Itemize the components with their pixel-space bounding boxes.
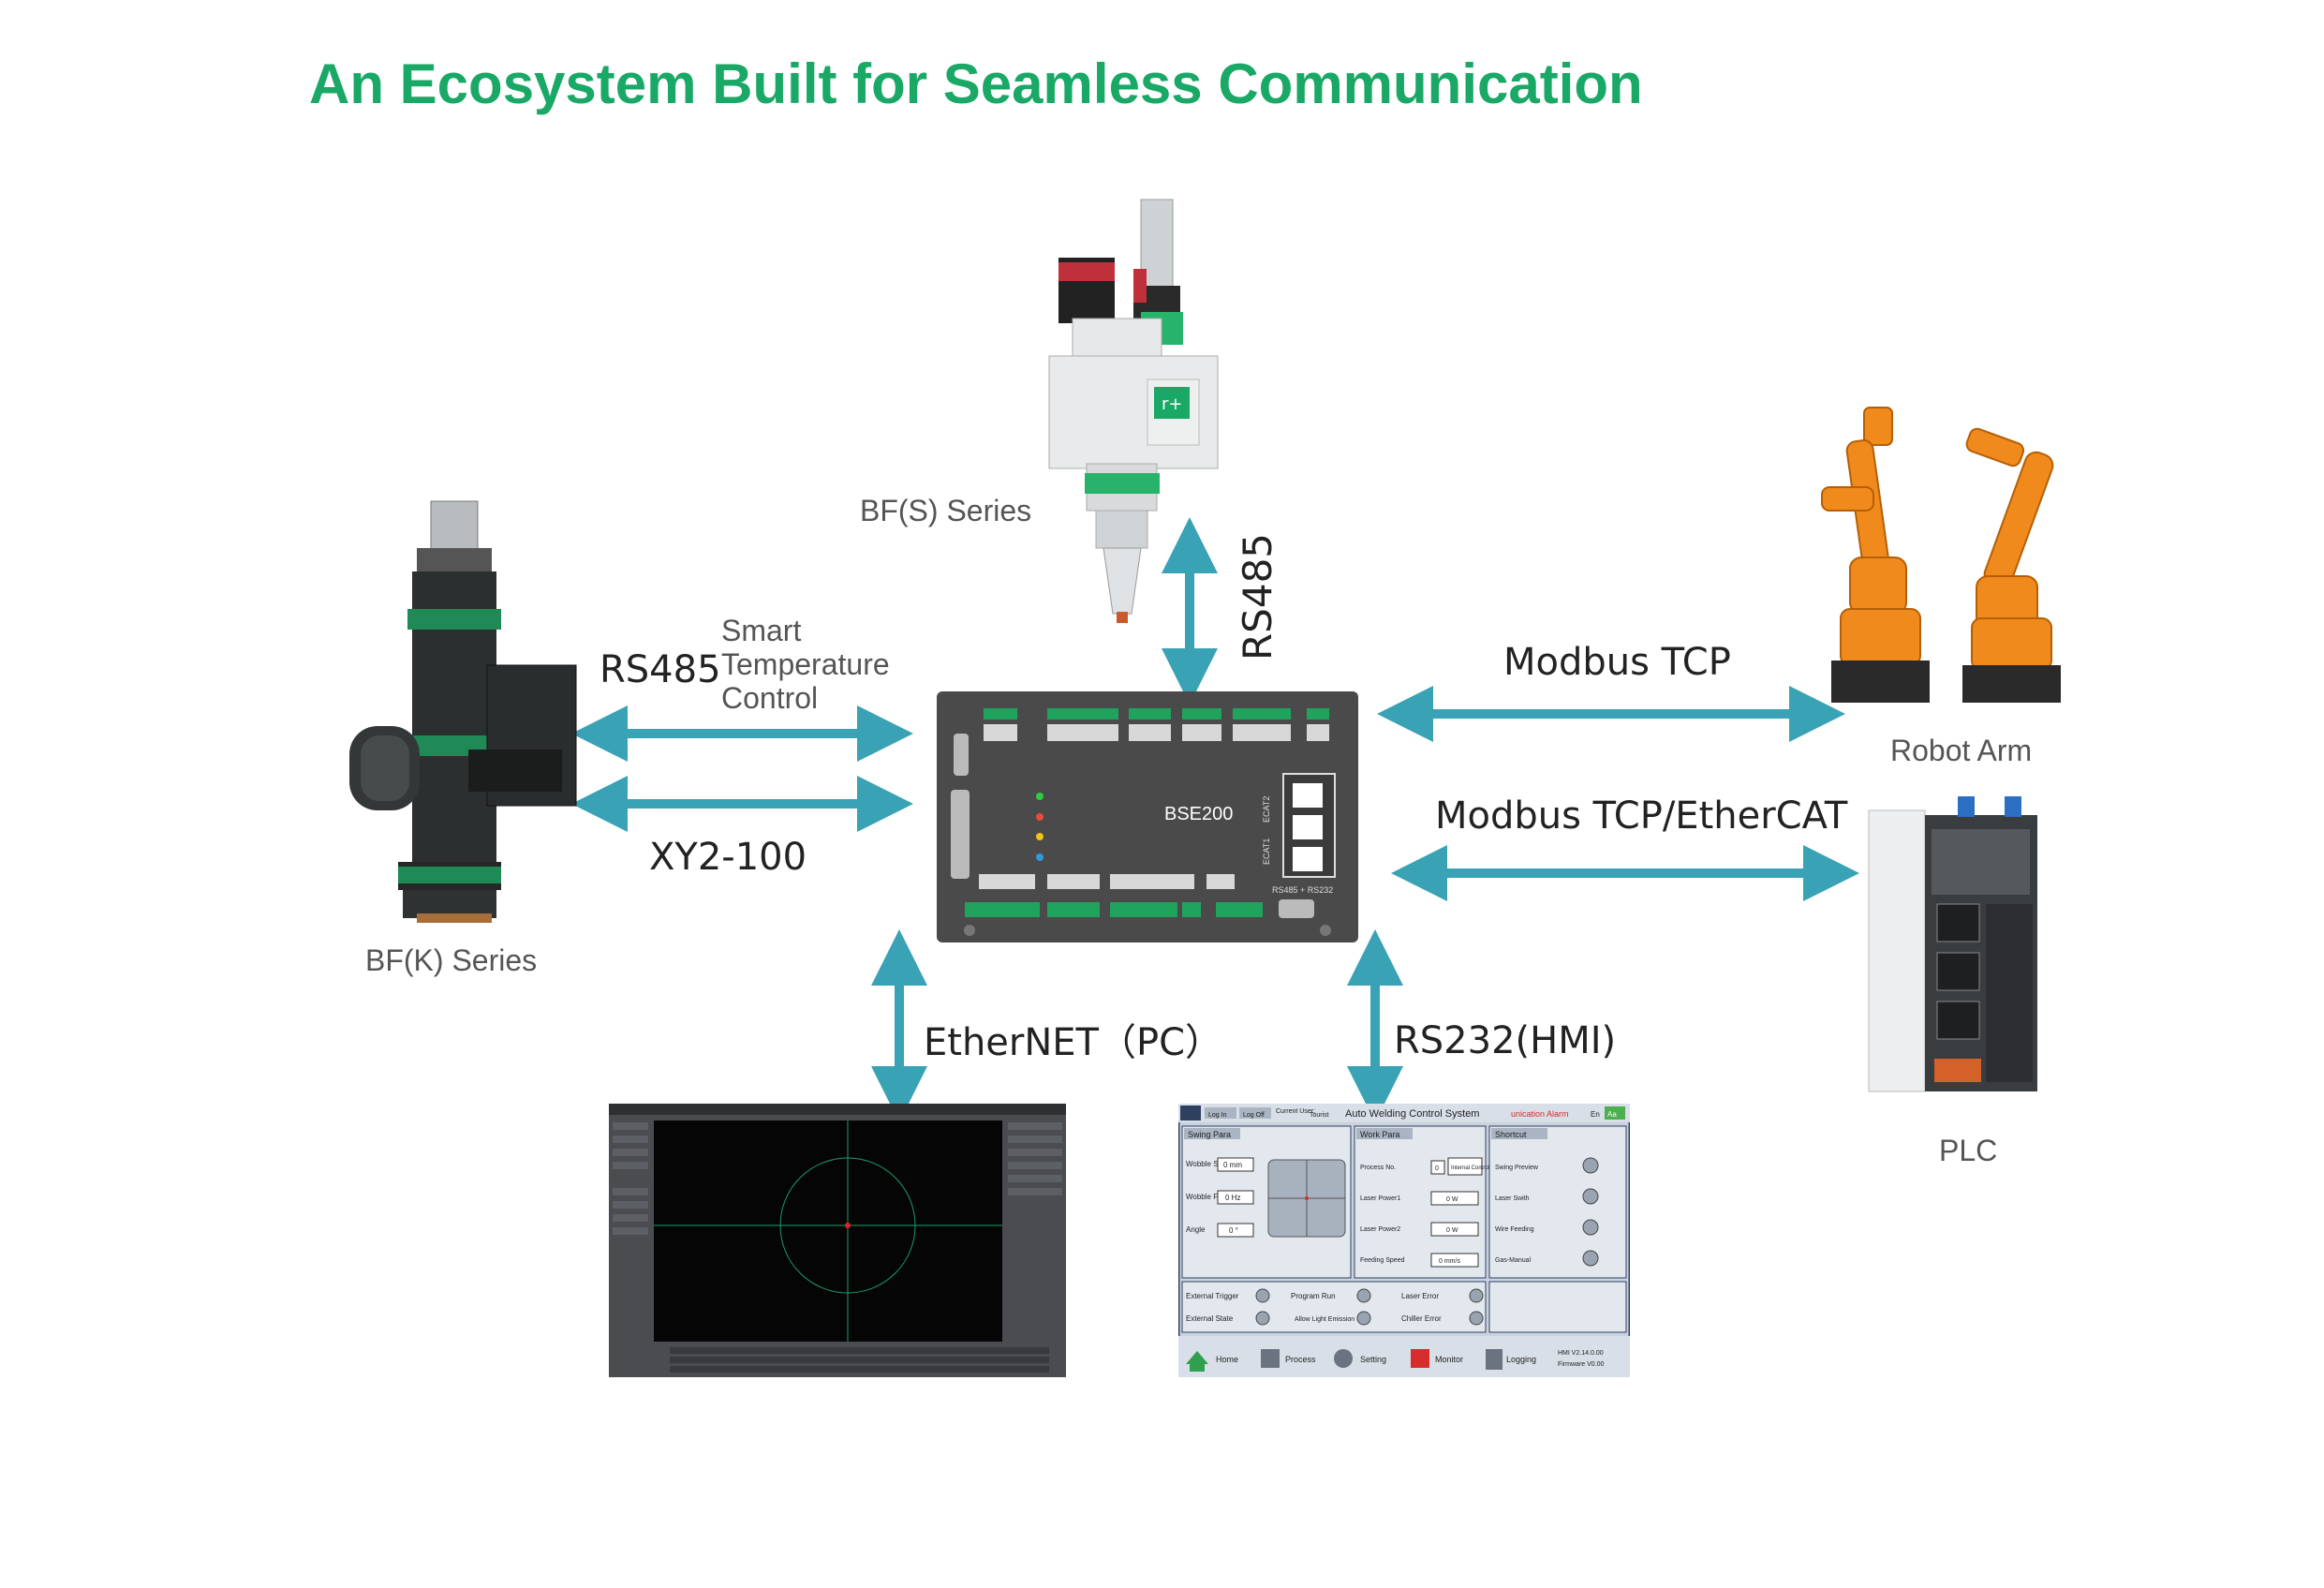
svg-text:Current User:: Current User:: [1276, 1108, 1315, 1115]
bfs-welding-head-image: r+: [1048, 199, 1219, 623]
pc-software-screenshot: [609, 1104, 1066, 1377]
svg-text:Home: Home: [1216, 1355, 1238, 1364]
svg-text:Shortcut: Shortcut: [1495, 1130, 1527, 1139]
svg-text:En: En: [1591, 1110, 1600, 1119]
svg-text:Gas-Manual: Gas-Manual: [1495, 1257, 1532, 1264]
svg-text:Process: Process: [1285, 1355, 1316, 1364]
bfk-welding-head-image: [349, 500, 577, 923]
label-modbus-ethercat: Modbus TCP/EtherCAT: [1435, 794, 1848, 838]
svg-text:Wobble Freq: Wobble Freq: [1186, 1193, 1229, 1201]
svg-text:0 Hz: 0 Hz: [1225, 1194, 1240, 1202]
svg-text:HMI V2.14.0.00: HMI V2.14.0.00: [1558, 1350, 1604, 1357]
robot-arm-image: [1821, 407, 2061, 703]
svg-text:ECAT1: ECAT1: [1262, 839, 1271, 865]
svg-text:r+: r+: [1162, 394, 1182, 414]
svg-text:Laser Error: Laser Error: [1401, 1292, 1439, 1300]
svg-text:Laser Power1: Laser Power1: [1360, 1195, 1400, 1202]
bse200-controller-image: BSE200 ECAT2 ECAT1 RS485 + RS232: [937, 691, 1358, 942]
svg-text:0: 0: [1435, 1165, 1439, 1172]
page-title: An Ecosystem Built for Seamless Communic…: [309, 52, 1643, 115]
svg-text:Process No.: Process No.: [1360, 1165, 1396, 1171]
svg-text:Wobble Size: Wobble Size: [1186, 1160, 1228, 1168]
svg-text:Logging: Logging: [1506, 1355, 1536, 1364]
svg-text:Swing Para: Swing Para: [1188, 1130, 1231, 1139]
hmi-screenshot: Log In Log Off Current User: Tourist Aut…: [1178, 1104, 1630, 1377]
label-rs485-left: RS485: [600, 648, 721, 691]
svg-text:Swing Preview: Swing Preview: [1495, 1165, 1539, 1171]
svg-text:0 °: 0 °: [1229, 1226, 1238, 1235]
caption-bfk-series: BF(K) Series: [365, 943, 538, 977]
svg-text:Laser Power2: Laser Power2: [1360, 1226, 1400, 1233]
plc-image: [1868, 796, 2037, 1092]
svg-text:Setting: Setting: [1360, 1355, 1386, 1364]
svg-text:0 mm: 0 mm: [1223, 1161, 1242, 1169]
svg-text:0 W: 0 W: [1446, 1196, 1458, 1203]
caption-robot-arm: Robot Arm: [1890, 734, 2033, 767]
label-xy2: XY2-100: [649, 836, 807, 879]
svg-text:Internal Control: Internal Control: [1451, 1165, 1489, 1171]
svg-text:0 mm/s: 0 mm/s: [1439, 1258, 1460, 1265]
label-ethernet: EtherNET（PC）: [924, 1021, 1223, 1064]
svg-text:Wire Feeding: Wire Feeding: [1495, 1226, 1534, 1233]
svg-text:ECAT2: ECAT2: [1262, 796, 1271, 823]
svg-text:Auto Welding Control System: Auto Welding Control System: [1345, 1108, 1479, 1120]
svg-text:External Trigger: External Trigger: [1186, 1292, 1239, 1300]
svg-text:unication Alarm: unication Alarm: [1511, 1109, 1569, 1119]
svg-text:Laser Swith: Laser Swith: [1495, 1195, 1530, 1202]
svg-text:Chiller Error: Chiller Error: [1401, 1314, 1442, 1323]
svg-text:External State: External State: [1186, 1314, 1234, 1323]
svg-text:0 W: 0 W: [1446, 1227, 1458, 1234]
svg-text:Tourist: Tourist: [1310, 1112, 1329, 1119]
label-rs232: RS232(HMI): [1394, 1019, 1617, 1062]
label-modbus-tcp: Modbus TCP: [1503, 641, 1731, 684]
svg-text:Work Para: Work Para: [1360, 1130, 1399, 1139]
svg-text:Log In: Log In: [1208, 1112, 1227, 1119]
svg-text:Aa: Aa: [1607, 1110, 1617, 1119]
label-smart-temperature: Smart Temperature Control: [721, 614, 890, 715]
svg-text:Firmware V0.00: Firmware V0.00: [1558, 1361, 1605, 1368]
svg-text:Angle: Angle: [1186, 1225, 1206, 1234]
svg-text:RS485 + RS232: RS485 + RS232: [1272, 885, 1333, 895]
svg-text:Allow Light Emission: Allow Light Emission: [1295, 1316, 1354, 1323]
svg-text:Log Off: Log Off: [1243, 1112, 1265, 1119]
caption-bfs-series: BF(S) Series: [860, 494, 1032, 527]
caption-plc: PLC: [1939, 1134, 1998, 1167]
svg-text:Monitor: Monitor: [1435, 1355, 1463, 1364]
svg-text:Program Run: Program Run: [1291, 1292, 1336, 1300]
svg-text:Feeding Speed: Feeding Speed: [1360, 1257, 1405, 1264]
controller-name: BSE200: [1164, 804, 1233, 824]
